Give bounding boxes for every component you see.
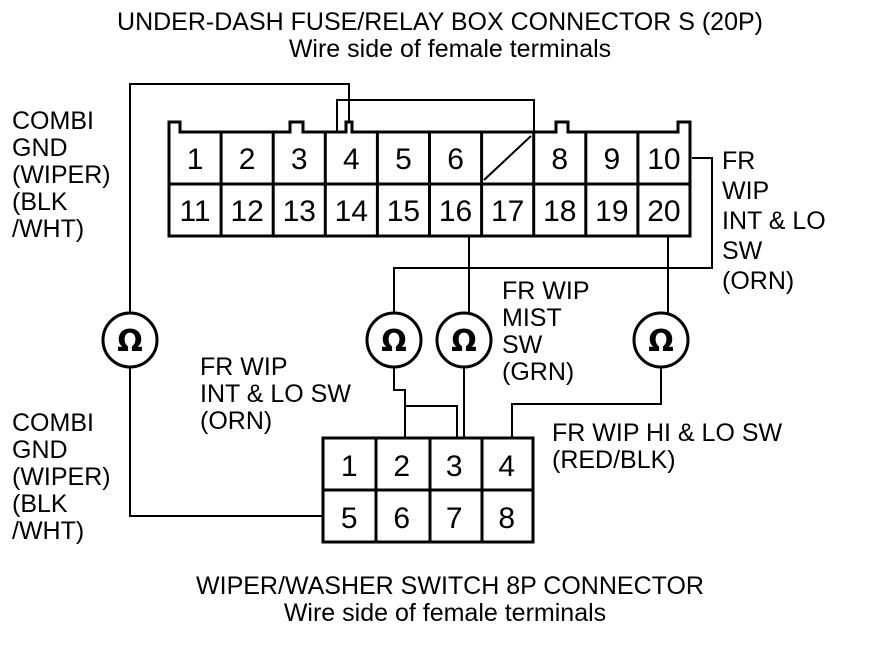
pin-1: 1 (341, 450, 358, 483)
pin-5: 5 (341, 502, 358, 535)
ohm-symbol: Ω (117, 324, 143, 359)
top-connector-title: UNDER-DASH FUSE/RELAY BOX CONNECTOR S (2… (117, 8, 763, 36)
bottom-connector-title: WIPER/WASHER SWITCH 8P CONNECTOR (196, 572, 704, 600)
pin-2: 2 (393, 450, 410, 483)
wire-meter-to-pin4 (511, 367, 662, 438)
wire-pin10-to-meter (393, 157, 713, 313)
wire-meter-to-pin2 (393, 367, 406, 438)
pin-3: 3 (446, 450, 463, 483)
pin-1: 1 (187, 143, 204, 176)
wire-combi-gnd-lower (129, 367, 323, 517)
pin-7: 7 (446, 502, 463, 535)
pin-16: 16 (439, 195, 472, 228)
ohmmeter-icon: Ω (632, 311, 690, 369)
pin-4: 4 (498, 450, 515, 483)
pin-13: 13 (283, 195, 316, 228)
pin-12: 12 (230, 195, 263, 228)
ohmmeter-icon: Ω (101, 311, 159, 369)
ohmmeter-icon: Ω (435, 311, 493, 369)
jumper-top-4-to-7 (336, 99, 535, 132)
blank-cavity-mark (483, 135, 532, 181)
pin-19: 19 (595, 195, 628, 228)
top-connector-subtitle: Wire side of female terminals (288, 35, 612, 63)
pin-5: 5 (395, 143, 412, 176)
wire-combi-gnd (129, 83, 350, 313)
ohm-symbol: Ω (451, 324, 477, 359)
pin-14: 14 (335, 195, 368, 228)
pin-17: 17 (491, 195, 524, 228)
pin-8: 8 (498, 502, 515, 535)
pin-6: 6 (393, 502, 410, 535)
pin-15: 15 (387, 195, 420, 228)
pin-9: 9 (604, 143, 621, 176)
pin-6: 6 (447, 143, 464, 176)
pin-20: 20 (647, 195, 680, 228)
ohmmeter-icon: Ω (365, 311, 423, 369)
pin-8: 8 (551, 143, 568, 176)
ohm-symbol: Ω (381, 324, 407, 359)
label-fr-wip-hi-lo-sw: FR WIP HI & LO SW(RED/BLK) (552, 419, 783, 474)
ohm-symbol: Ω (648, 324, 674, 359)
pin-2: 2 (239, 143, 256, 176)
pin-4: 4 (343, 143, 360, 176)
pin-18: 18 (543, 195, 576, 228)
pin-3: 3 (291, 143, 308, 176)
pin-11: 11 (179, 195, 210, 228)
jumper-bottom-2-to-3 (404, 405, 458, 438)
bottom-connector-8p: 1 2 3 4 5 6 7 8 (321, 436, 535, 544)
pin-10: 10 (647, 143, 680, 176)
bottom-connector-subtitle: Wire side of female terminals (283, 599, 607, 627)
